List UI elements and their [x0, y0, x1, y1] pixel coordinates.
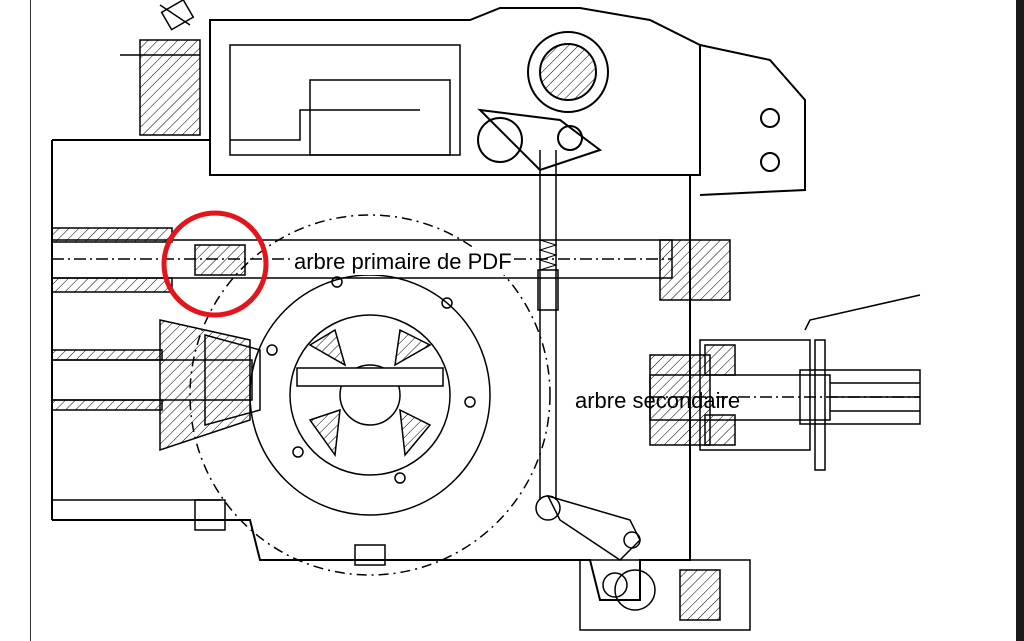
- hydraulic-block: [120, 0, 461, 156]
- lower-drive-shaft: [51, 319, 261, 452]
- crown-wheel: [189, 214, 551, 576]
- highlight-circle: [161, 210, 269, 318]
- bottom-details: [52, 499, 751, 631]
- primary-shaft-label: arbre primaire de PDF: [292, 249, 514, 275]
- page-left-margin: [0, 0, 31, 641]
- secondary-shaft-label: arbre secondaire: [575, 388, 741, 413]
- pto-secondary-shaft: [649, 239, 921, 471]
- control-rod: [535, 150, 641, 598]
- page-right-edge: [1016, 0, 1024, 641]
- lift-shaft: [477, 31, 780, 172]
